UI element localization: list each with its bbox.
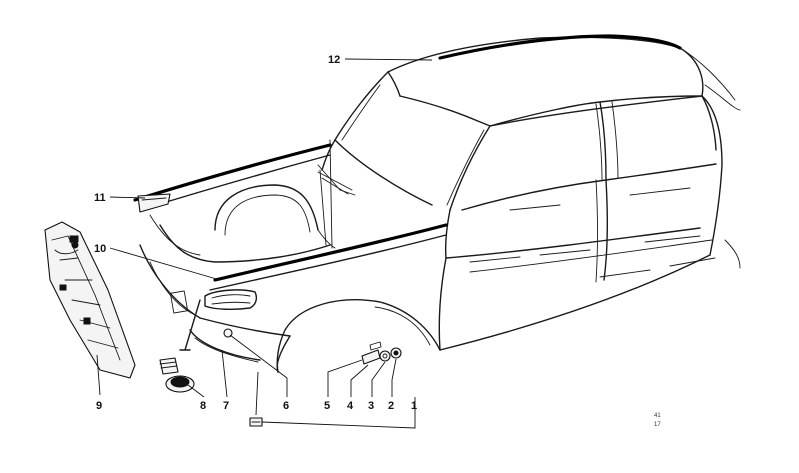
callout-9: 9: [96, 400, 102, 412]
callout-11: 11: [94, 192, 106, 204]
part-9-front-panel: [44, 221, 136, 379]
parts-2-5-fasteners: [361, 341, 402, 365]
callout-12: 12: [328, 54, 340, 66]
leader-lines: [96, 58, 433, 429]
callout-8: 8: [200, 400, 206, 412]
front-end: [133, 139, 448, 373]
callout-10: 10: [94, 243, 106, 255]
callout-1: 1: [411, 400, 417, 412]
drawing-code-line-1: 41: [654, 413, 661, 419]
part-7-rod: [179, 299, 201, 351]
part-1-bracket: [249, 417, 263, 427]
callout-4: 4: [347, 400, 354, 412]
callout-5: 5: [324, 400, 330, 412]
callout-7: 7: [223, 400, 229, 412]
drawing-code: 41 17: [654, 413, 661, 428]
car-body: [334, 34, 741, 351]
part-8-bolt: [159, 357, 195, 393]
callout-labels: 12 11 10 9 8 7 6 5 4 3 2 1: [94, 54, 417, 412]
part-11-seal-strip: [137, 193, 171, 213]
callout-3: 3: [368, 400, 374, 412]
callout-2: 2: [388, 400, 394, 412]
drawing-code-line-2: 17: [654, 422, 661, 428]
callout-6: 6: [283, 400, 289, 412]
